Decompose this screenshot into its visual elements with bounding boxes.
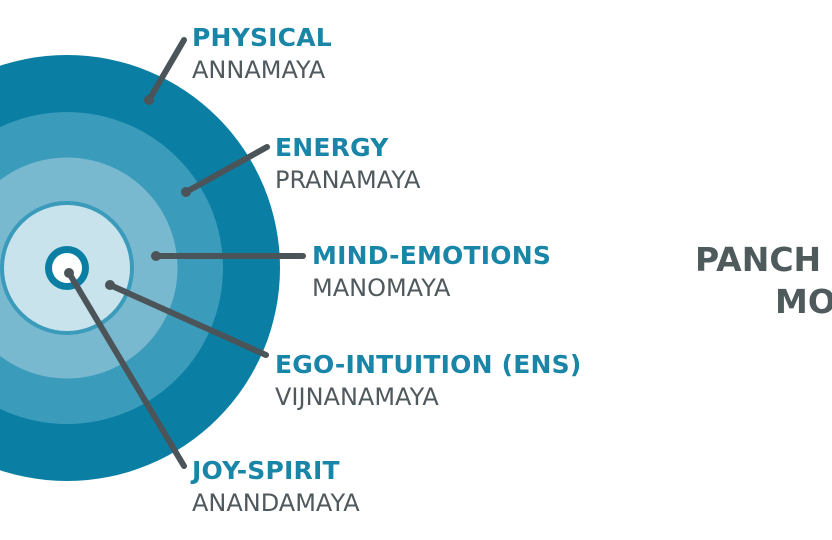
label-title: PHYSICAL xyxy=(192,23,332,52)
label-subtitle: ANNAMAYA xyxy=(192,56,326,84)
leader-joy xyxy=(66,270,187,469)
label-subtitle: VIJNANAMAYA xyxy=(275,383,439,411)
label-subtitle: MANOMAYA xyxy=(312,274,451,302)
layer-joy-core xyxy=(52,253,82,283)
leader-dot-energy xyxy=(181,187,191,197)
page-title-line1: PANCH xyxy=(695,240,822,279)
leader-physical xyxy=(146,37,187,103)
label-subtitle: ANANDAMAYA xyxy=(192,489,360,517)
label-mind-emotions: MIND-EMOTIONS MANOMAYA xyxy=(312,243,551,300)
label-title: MIND-EMOTIONS xyxy=(312,241,552,270)
label-title: ENERGY xyxy=(275,133,389,162)
leader-dot-physical xyxy=(144,95,154,105)
label-energy: ENERGY PRANAMAYA xyxy=(275,135,420,192)
leader-energy xyxy=(183,144,270,195)
leader-dot-joy xyxy=(64,268,74,278)
label-physical: PHYSICAL ANNAMAYA xyxy=(192,25,332,82)
label-title: JOY-SPIRIT xyxy=(192,456,340,485)
label-subtitle: PRANAMAYA xyxy=(275,166,421,194)
page-title-line2: MO xyxy=(775,282,832,321)
label-title: EGO-INTUITION (ENS) xyxy=(275,350,582,379)
leader-dot-mind xyxy=(151,251,161,261)
leader-ego xyxy=(107,282,269,358)
label-ego-intuition: EGO-INTUITION (ENS) VIJNANAMAYA xyxy=(275,352,581,409)
leader-dot-ego xyxy=(105,280,115,290)
label-joy-spirit: JOY-SPIRIT ANANDAMAYA xyxy=(192,458,360,515)
